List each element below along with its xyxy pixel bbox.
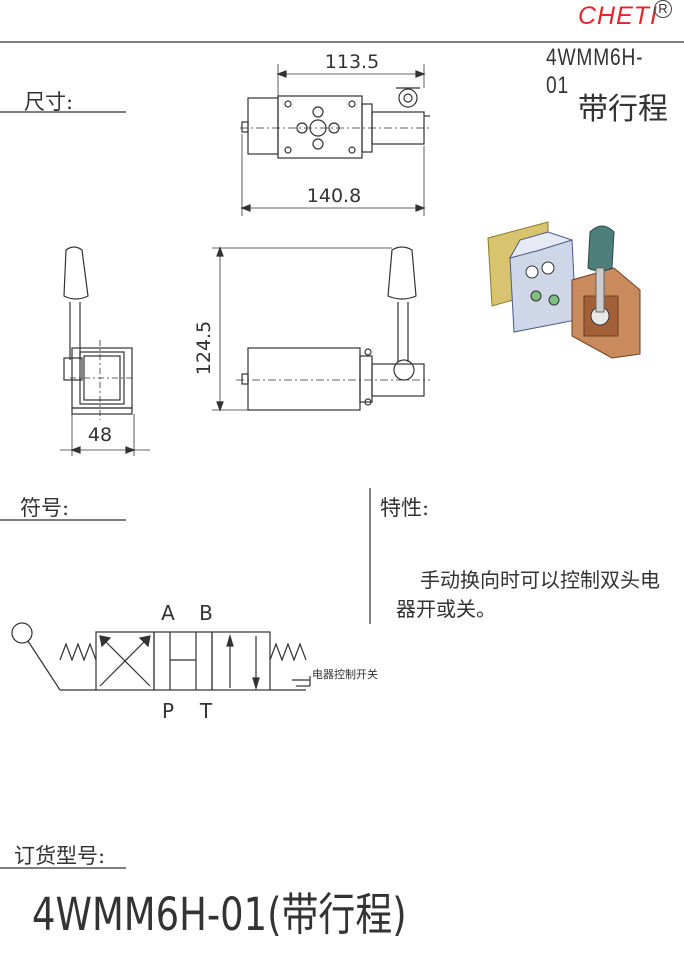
dim-side-width: 48 [88, 424, 112, 446]
page-subtitle: 带行程 [578, 92, 668, 127]
dim-width-top: 113.5 [325, 51, 379, 73]
front-view [212, 246, 430, 412]
side-view [60, 246, 150, 456]
registered-mark-icon: R [654, 0, 672, 18]
hydraulic-symbol [11, 622, 311, 691]
valve-3d-image [487, 221, 641, 359]
switch-label: 电器控制开关 [312, 667, 378, 681]
dimensions-label: 尺寸: [24, 90, 74, 114]
port-a-label: A [161, 601, 175, 625]
port-p-label: P [162, 699, 174, 723]
order-code: 4WMM6H-01(带行程) [32, 888, 407, 941]
port-b-label: B [199, 601, 213, 625]
features-description: 手动换向时可以控制双头电器开或关。 [396, 568, 660, 621]
port-t-label: T [199, 699, 213, 723]
model-number: 4WMM6H-01 [546, 44, 644, 99]
dim-width-total: 140.8 [307, 185, 361, 207]
top-view [240, 64, 430, 216]
symbol-label: 符号: [20, 496, 70, 520]
brand-logo: CHETI [578, 2, 658, 30]
order-label: 订货型号: [14, 844, 106, 868]
features-label: 特性: [380, 496, 430, 520]
dim-height: 124.5 [193, 321, 215, 375]
